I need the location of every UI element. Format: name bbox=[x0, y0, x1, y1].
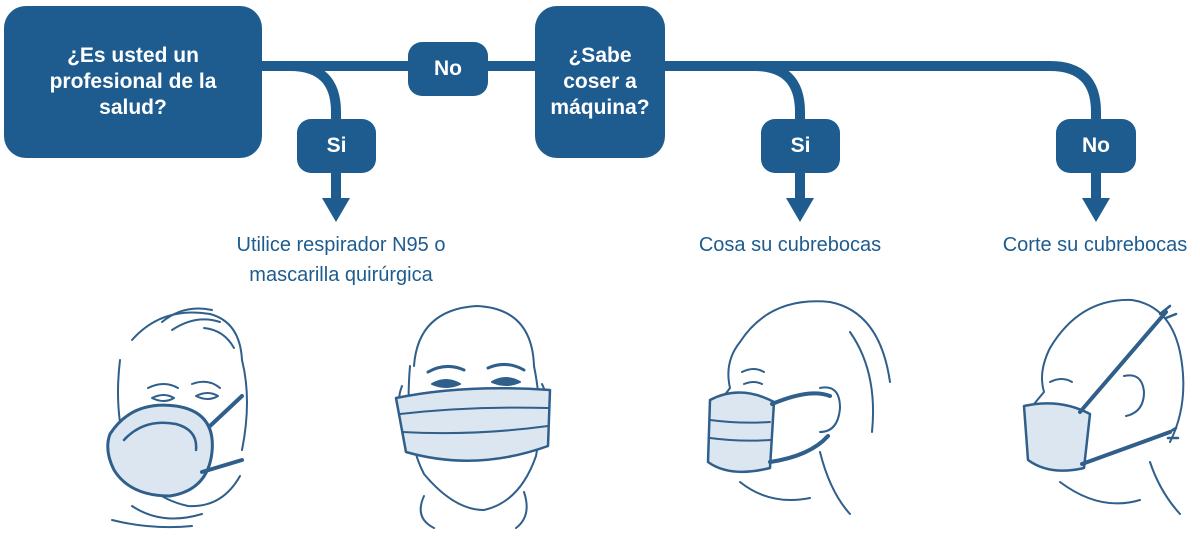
eye-right bbox=[195, 392, 219, 400]
eye bbox=[1049, 378, 1073, 383]
face-forehead-nose bbox=[1033, 347, 1051, 412]
upper-strap bbox=[208, 394, 244, 428]
head-top bbox=[413, 305, 535, 367]
cut-mask-illustration bbox=[1022, 298, 1185, 515]
upper-knot bbox=[1158, 304, 1178, 320]
lower-tie bbox=[1080, 430, 1172, 466]
neck-lines bbox=[419, 491, 528, 529]
connector-q2-no bbox=[660, 61, 1101, 205]
question-health-professional: ¿Es usted un profesional de la salud? bbox=[4, 6, 262, 158]
eye bbox=[741, 368, 765, 385]
cloth-mask bbox=[706, 391, 776, 474]
arrow-head-sew bbox=[786, 198, 814, 222]
neck-lines bbox=[739, 451, 851, 515]
eye-left bbox=[431, 379, 461, 388]
cut-fabric-mask bbox=[1022, 402, 1092, 472]
outcome-respirator-line2: mascarilla quirúrgica bbox=[249, 264, 433, 286]
answer-q1-no: No bbox=[408, 42, 488, 96]
outcome-respirator-line1: Utilice respirador N95 o bbox=[236, 234, 446, 256]
ear-loops bbox=[768, 391, 832, 464]
hair-strands bbox=[161, 307, 235, 349]
face-side bbox=[241, 359, 248, 451]
sewn-mask-illustration bbox=[706, 300, 891, 515]
mask-pleats bbox=[399, 406, 549, 435]
answer-q1-yes: Si bbox=[297, 119, 376, 173]
answer-q2-no: No bbox=[1056, 119, 1136, 173]
neck-lines bbox=[111, 505, 203, 529]
mask-pleats bbox=[709, 419, 771, 442]
lower-strap bbox=[200, 458, 244, 474]
outcome-cut: Corte su cubrebocas bbox=[1002, 234, 1188, 256]
ear bbox=[1123, 374, 1145, 417]
question-can-sew: ¿Sabe coser a máquina? bbox=[535, 6, 665, 158]
eye-right bbox=[491, 377, 521, 386]
back-of-head bbox=[1169, 351, 1185, 443]
outcome-respirator: Utilice respirador N95 o mascarilla quir… bbox=[206, 230, 476, 290]
head-top bbox=[1049, 298, 1181, 353]
surgical-mask-illustration bbox=[394, 305, 552, 529]
ear bbox=[819, 386, 841, 433]
upper-tie bbox=[1078, 310, 1168, 414]
neck-lines bbox=[1059, 461, 1181, 515]
n95-respirator-illustration bbox=[106, 307, 248, 529]
lower-knot bbox=[1164, 426, 1180, 440]
arrow-head-cut bbox=[1082, 198, 1110, 222]
connector-q1-yes bbox=[255, 61, 341, 205]
hair bbox=[739, 300, 891, 433]
answer-q2-yes: Si bbox=[761, 119, 840, 173]
arrow-head-respirator bbox=[322, 198, 350, 222]
eyebrows bbox=[147, 380, 221, 389]
eye-left bbox=[151, 394, 175, 402]
outcome-sew: Cosa su cubrebocas bbox=[698, 234, 882, 256]
surgical-mask bbox=[394, 386, 552, 462]
eyebrows bbox=[426, 363, 526, 374]
n95-nose-rim bbox=[122, 421, 198, 452]
hair-outline bbox=[131, 311, 243, 361]
